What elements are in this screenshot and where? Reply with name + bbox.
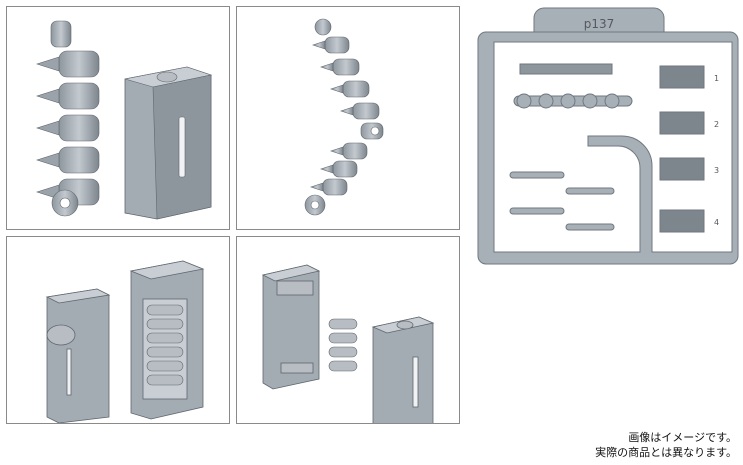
disclaimer-line-2: 実際の商品とは異なります。 <box>595 446 737 459</box>
belt-and-magazine-illustration <box>36 20 213 220</box>
part-number-1: 1 <box>714 74 719 83</box>
disclaimer-line-1: 画像はイメージです。 <box>628 431 737 444</box>
loose-rounds <box>328 318 358 372</box>
product-view-curved-belt <box>236 6 460 230</box>
exploded-magazine-illustration <box>261 264 435 423</box>
part-number-2: 2 <box>714 120 719 129</box>
magazine <box>124 66 213 220</box>
disclaimer-caption: 画像はイメージです。 実際の商品とは異なります。 <box>595 430 737 460</box>
sprue-runner: p137 1 2 3 4 <box>477 7 739 265</box>
product-view-exploded-magazine <box>236 236 460 424</box>
open-magazine-illustration <box>45 260 205 423</box>
part-number-4: 4 <box>714 218 719 227</box>
magazine-rounds <box>146 304 184 386</box>
curved-bullet-belt <box>304 18 384 216</box>
product-view-open-magazine <box>6 236 230 424</box>
bullet-belt <box>36 20 100 217</box>
curved-belt-illustration <box>304 18 384 216</box>
sprue-tag: p137 <box>584 17 615 31</box>
part-number-3: 3 <box>714 166 719 175</box>
product-view-belt-and-magazine <box>6 6 230 230</box>
